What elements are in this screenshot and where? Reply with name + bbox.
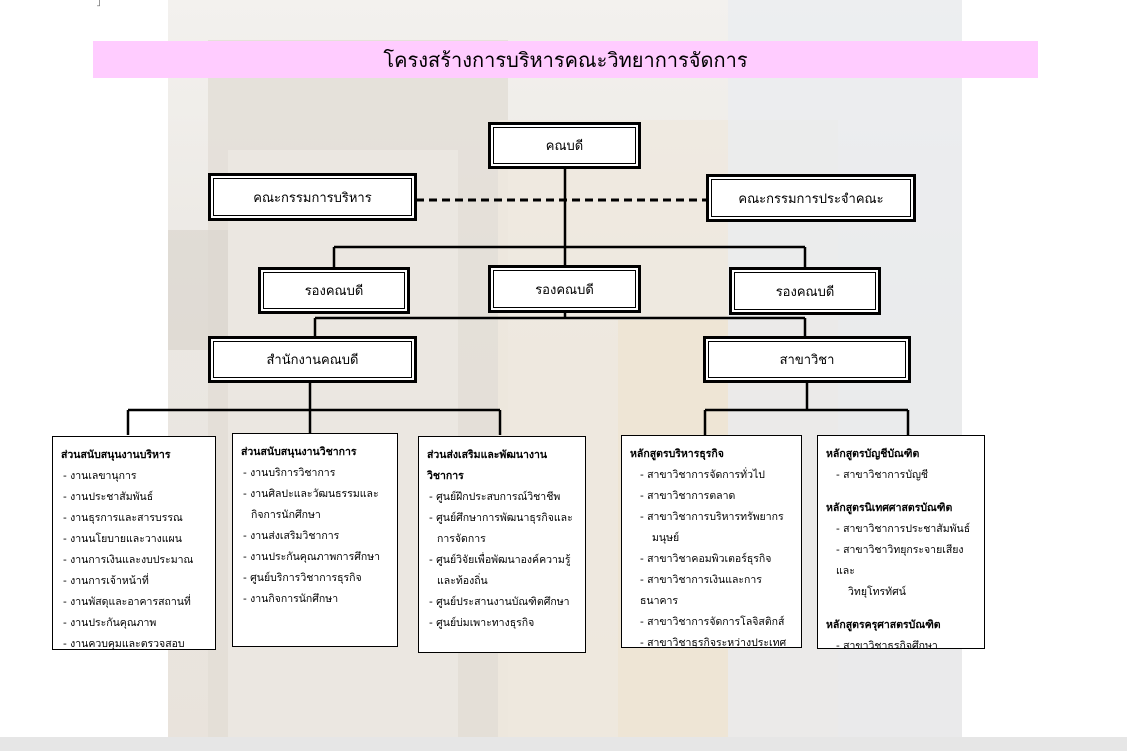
list-item: - ศูนย์บริการวิชาการธุรกิจ <box>243 572 362 584</box>
business-admin-heading: หลักสูตรบริหารธุรกิจ <box>630 448 724 460</box>
associate-dean-box-left: รองคณบดี <box>258 267 410 314</box>
associate-dean-box-right: รองคณบดี <box>729 267 881 315</box>
list-item: - สาขาวิชาการบริหารทรัพยากร <box>640 511 784 523</box>
associate-dean-box-center: รองคณบดี <box>488 265 641 313</box>
list-item: - งานการเจ้าหน้าที่ <box>63 575 149 587</box>
associate-dean-label: รองคณบดี <box>535 282 594 298</box>
other-programs-box: หลักสูตรบัญชีบัณฑิต - สาขาวิชาการบัญชี ห… <box>817 435 985 649</box>
list-item: มนุษย์ <box>652 532 680 544</box>
academic-support-heading: ส่วนสนับสนุนงานวิชาการ <box>241 446 357 458</box>
executive-committee-label: คณะกรรมการบริหาร <box>253 190 372 206</box>
academic-support-box: ส่วนสนับสนุนงานวิชาการ - งานบริการวิชากา… <box>232 433 398 647</box>
academic-promotion-box: ส่วนส่งเสริมและพัฒนางาน วิชาการ - ศูนย์ฝ… <box>418 436 586 653</box>
list-item: - งานเลขานุการ <box>63 470 137 482</box>
page-corner-mark: ˩ <box>96 0 101 9</box>
list-item: - งานประชาสัมพันธ์ <box>63 491 154 503</box>
departments-label: สาขาวิชา <box>779 353 835 368</box>
list-item: - งานศิลปะและวัฒนธรรมและ <box>243 488 379 500</box>
faculty-committee-label: คณะกรรมการประจำคณะ <box>738 191 884 207</box>
list-item: - งานส่งเสริมวิชาการ <box>243 530 340 542</box>
list-item: การจัดการ <box>437 533 486 545</box>
list-item: - งานประกันคุณภาพ <box>63 617 157 629</box>
list-item: - งานควบคุมและตรวจสอบภายใน <box>63 638 185 650</box>
list-item: - สาขาวิชาการเงินและการธนาคาร <box>640 574 762 607</box>
list-item: กิจการนักศึกษา <box>251 509 321 521</box>
admin-support-box: ส่วนสนับสนุนงานบริหาร - งานเลขานุการ - ง… <box>52 436 216 650</box>
list-item: - งานพัสดุและอาคารสถานที่ <box>63 596 191 608</box>
chart-title: โครงสร้างการบริหารคณะวิทยาการจัดการ <box>383 47 748 72</box>
admin-support-heading: ส่วนสนับสนุนงานบริหาร <box>61 449 171 461</box>
list-item: - สาขาวิชาการบัญชี <box>836 469 929 481</box>
program-heading: หลักสูตรบัญชีบัณฑิต <box>826 448 920 460</box>
associate-dean-label: รองคณบดี <box>775 284 835 300</box>
dean-office-box: สำนักงานคณบดี <box>208 336 417 383</box>
list-item: และท้องถิ่น <box>437 575 488 587</box>
list-item: - งานบริการวิชาการ <box>243 467 336 479</box>
program-heading: หลักสูตรนิเทศศาสตรบัณฑิต <box>826 502 953 514</box>
dean-office-label: สำนักงานคณบดี <box>266 353 359 368</box>
list-item: วิทยุโทรทัศน์ <box>848 586 906 598</box>
list-item: - สาขาวิชาคอมพิวเตอร์ธุรกิจ <box>640 553 772 565</box>
list-item: - สาขาวิชาการประชาสัมพันธ์ <box>836 523 971 535</box>
list-item: - สาขาวิชาการตลาด <box>640 490 736 502</box>
program-heading: หลักสูตรครุศาสตรบัณฑิต <box>826 619 941 631</box>
academic-promotion-heading-cont: วิชาการ <box>427 470 464 482</box>
executive-committee-box: คณะกรรมการบริหาร <box>208 173 417 221</box>
list-item: - ศูนย์บ่มเพาะทางธุรกิจ <box>429 617 535 629</box>
faculty-committee-box: คณะกรรมการประจำคณะ <box>706 174 916 222</box>
list-item: - สาขาวิชาการจัดการทั่วไป <box>640 469 765 481</box>
associate-dean-label: รองคณบดี <box>304 284 364 299</box>
list-item: - งานกิจการนักศึกษา <box>243 593 339 605</box>
list-item: - ศูนย์ประสานงานบัณฑิตศึกษา <box>429 596 570 608</box>
dean-label: คณบดี <box>545 139 584 154</box>
list-item: - สาขาวิชาวิทยุกระจายเสียงและ <box>836 544 964 577</box>
list-item: - สาขาวิชาการจัดการโลจิสติกส์ <box>640 616 785 628</box>
list-item: - สาขาวิชาธุรกิจศึกษา <box>836 640 938 649</box>
list-item: - ศูนย์ฝึกประสบการณ์วิชาชีพ <box>429 491 561 503</box>
academic-promotion-heading: ส่วนส่งเสริมและพัฒนางาน <box>427 449 548 461</box>
list-item: - ศูนย์วิจัยเพื่อพัฒนาองค์ความรู้ <box>429 554 571 566</box>
list-item: - งานนโยบายและวางแผน <box>63 533 182 545</box>
list-item: - งานธุรการและสารบรรณ <box>63 512 183 524</box>
business-admin-box: หลักสูตรบริหารธุรกิจ - สาขาวิชาการจัดการ… <box>621 435 802 648</box>
list-item: - งานการเงินและงบประมาณ <box>63 554 194 566</box>
departments-box: สาขาวิชา <box>703 336 911 383</box>
list-item: - ศูนย์ศึกษาการพัฒนาธุรกิจและ <box>429 512 573 524</box>
window-bottom-strip <box>0 737 1127 751</box>
list-item: - สาขาวิชาธุรกิจระหว่างประเทศ <box>640 637 787 648</box>
chart-title-bar: โครงสร้างการบริหารคณะวิทยาการจัดการ <box>93 41 1038 78</box>
dean-box: คณบดี <box>488 122 641 169</box>
list-item: - งานประกันคุณภาพการศึกษา <box>243 551 381 563</box>
